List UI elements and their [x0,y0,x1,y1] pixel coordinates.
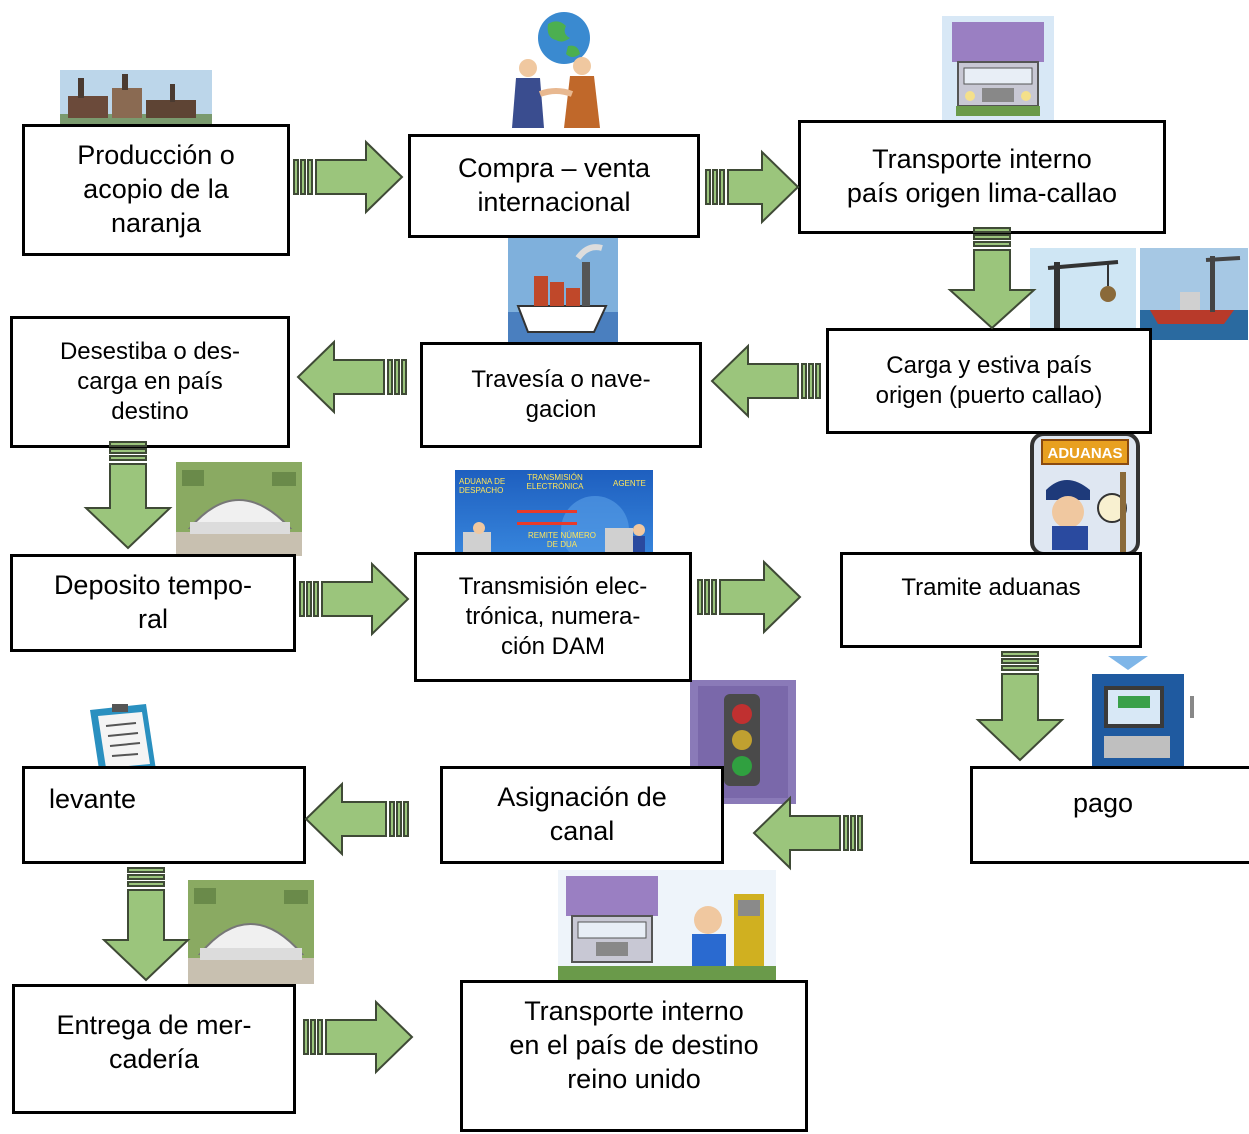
step-produccion-label: Producción o acopio de la naranja [77,140,235,238]
crane-ship-icon [1030,248,1248,340]
step-entrega: Entrega de mer- cadería [12,984,296,1114]
customs-screen-icon: ADUANA DE DESPACHO TRANSMISIÓN ELECTRÓNI… [455,470,653,566]
step-transmision: Transmisión elec- trónica, numera- ción … [414,552,692,682]
arrow-transmision-to-tramite [697,559,802,635]
arrow-compra-to-transporte [705,149,800,225]
step-transporte-origen: Transporte interno país origen lima-call… [798,120,1166,234]
step-entrega-label: Entrega de mer- cadería [56,1010,252,1074]
step-levante: levante [22,766,306,864]
step-travesia: Travesía o nave- gacion [420,342,702,448]
step-deposito-label: Deposito tempo- ral [53,570,253,634]
aduanas-sign-text: ADUANAS [1048,445,1123,462]
step-transporte-destino-label: Transporte interno en el país de destino… [509,996,759,1094]
warehouse-icon-2 [188,880,314,984]
warehouse-icon [176,462,302,556]
step-pago-label: pago [1072,788,1134,818]
step-transporte-origen-label: Transporte interno país origen lima-call… [846,144,1118,208]
arrow-deposito-to-transmision [299,561,410,637]
truck-person-icon [558,870,776,982]
arrow-entrega-to-transporte-destino [303,999,414,1075]
step-travesia-label: Travesía o nave- gacion [471,366,651,423]
dam-line-4: REMITE NÚMERO DE DUA [528,531,596,549]
handshake-globe-icon [512,12,600,128]
step-asignacion-canal: Asignación de canal [440,766,724,864]
arrow-transporte-to-carga [947,227,1037,330]
step-desestiba-label: Desestiba o des- carga en país destino [59,338,241,425]
arrow-produccion-to-compra [293,139,404,215]
step-tramite-aduanas: Tramite aduanas [840,552,1142,648]
step-asignacion-canal-label: Asignación de canal [497,782,667,846]
step-transporte-destino: Transporte interno en el país de destino… [460,980,808,1132]
arrow-pago-to-asignacion [752,795,863,871]
step-carga-estiva: Carga y estiva país origen (puerto calla… [826,328,1152,434]
dam-line-1: ADUANA DE DESPACHO [459,477,506,495]
step-tramite-aduanas-label: Tramite aduanas [901,574,1081,601]
dam-line-3: AGENTE [613,479,646,488]
truck-icon [942,16,1054,120]
step-compra-venta-label: Compra – venta internacional [457,153,651,217]
arrow-levante-to-entrega [101,867,191,982]
cargo-ship-icon [508,232,618,344]
customs-officer-icon: ADUANAS [1030,432,1140,556]
arrow-desestiba-to-deposito [83,441,173,550]
step-deposito: Deposito tempo- ral [10,554,296,652]
arrow-travesia-to-desestiba [296,339,407,415]
step-pago: pago [970,766,1249,864]
step-compra-venta: Compra – venta internacional [408,134,700,238]
step-desestiba: Desestiba o des- carga en país destino [10,316,290,448]
arrow-asignacion-to-levante [304,781,409,857]
step-produccion: Producción o acopio de la naranja [22,124,290,256]
dam-screen-text: ADUANA DE DESPACHO TRANSMISIÓN ELECTRÓNI… [455,470,653,566]
computer-payment-icon [1078,656,1204,780]
step-transmision-label: Transmisión elec- trónica, numera- ción … [458,573,648,660]
arrow-tramite-to-pago [975,651,1065,762]
step-levante-label: levante [49,784,137,814]
step-carga-estiva-label: Carga y estiva país origen (puerto calla… [875,352,1103,409]
dam-line-2: TRANSMISIÓN ELECTRÓNICA [526,473,584,491]
arrow-carga-to-travesia [710,343,821,419]
